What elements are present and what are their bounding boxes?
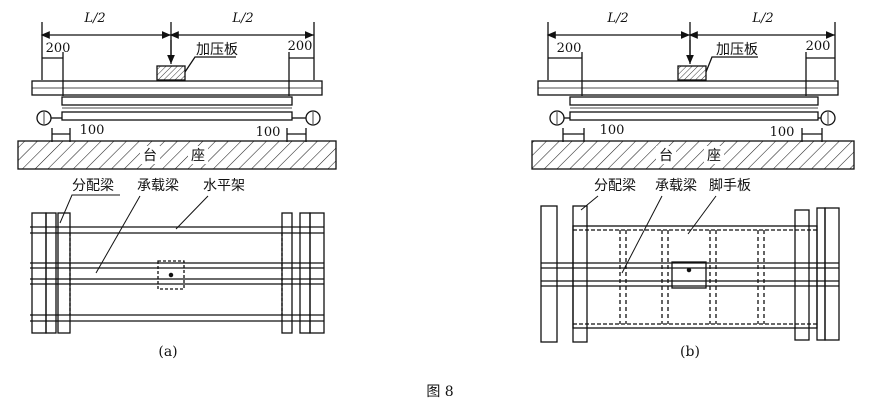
panel-a: L/2 L/2 200 200 加压板 100 100 台 座 <box>17 11 337 360</box>
panel-b: L/2 L/2 200 200 加压板 100 100 台 座 <box>531 11 855 360</box>
panel-a-tag: (a) <box>158 344 177 360</box>
panel-a-half-span-right: L/2 <box>231 11 253 26</box>
panel-b-plan <box>540 195 840 343</box>
panel-b-scaffold-board-label: 脚手板 <box>709 178 751 194</box>
panel-a-plan <box>30 194 325 334</box>
panel-b-bearing-beam-label: 承载梁 <box>655 178 697 194</box>
panel-a-elevation <box>17 22 337 170</box>
panel-a-half-span-left: L/2 <box>83 11 105 26</box>
figure-caption: 图 8 <box>426 384 453 400</box>
panel-a-bearing-beam-label: 承载梁 <box>137 178 179 194</box>
panel-b-dim-top-right: 200 <box>806 39 831 54</box>
panel-a-base-char-1: 台 <box>143 148 157 164</box>
panel-a-distribution-beam-label: 分配梁 <box>72 178 114 194</box>
panel-a-dim-top-left: 200 <box>46 41 71 56</box>
panel-b-distribution-beam-label: 分配梁 <box>594 178 636 194</box>
panel-a-dim-bottom-left: 100 <box>80 123 105 138</box>
panel-b-dim-bottom-right: 100 <box>770 125 795 140</box>
panel-b-base-char-1: 台 <box>659 148 673 164</box>
panel-b-base-char-2: 座 <box>707 148 721 164</box>
panel-a-base-char-2: 座 <box>191 148 205 164</box>
panel-a-dim-top-right: 200 <box>288 39 313 54</box>
panel-b-dim-bottom-left: 100 <box>600 123 625 138</box>
panel-a-load-plate-label: 加压板 <box>196 42 238 58</box>
panel-b-dim-top-left: 200 <box>557 41 582 56</box>
panel-b-tag: (b) <box>680 344 700 360</box>
panel-b-half-span-left: L/2 <box>606 11 628 26</box>
panel-b-elevation <box>531 22 855 170</box>
panel-b-half-span-right: L/2 <box>751 11 773 26</box>
panel-b-load-plate-label: 加压板 <box>716 42 758 58</box>
panel-a-horizontal-frame-label: 水平架 <box>203 178 245 194</box>
panel-a-dim-bottom-right: 100 <box>256 125 281 140</box>
